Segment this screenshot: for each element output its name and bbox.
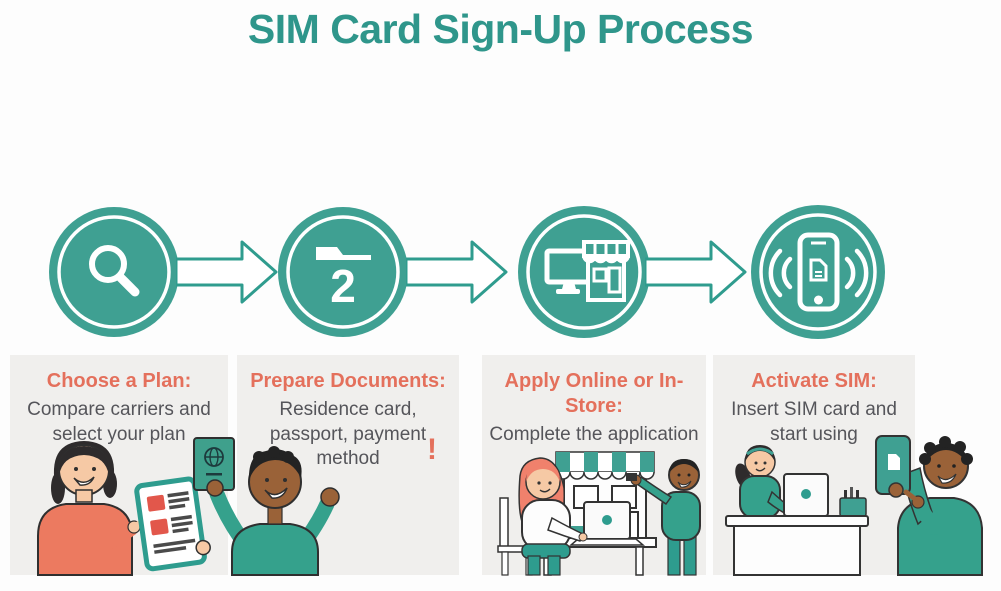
page-title: SIM Card Sign-Up Process	[247, 6, 754, 52]
folder-shape	[316, 247, 371, 260]
step-4-body: Insert SIM card and start using	[731, 399, 897, 445]
arrow-step2-to-step3-icon	[406, 240, 508, 304]
computer-storefront-icon	[518, 206, 650, 338]
step-2-heading: Prepare Documents:	[250, 370, 446, 392]
step-4-circle	[748, 202, 888, 342]
arrow-step3-to-step4-icon	[645, 240, 747, 304]
step-3-body: Complete the application	[489, 424, 699, 445]
step-2-number: 2	[330, 260, 356, 312]
step-4-heading: Activate SIM:	[751, 370, 877, 392]
step-3-heading: Apply Online or In-Store:	[504, 370, 684, 417]
man-torso	[231, 523, 319, 576]
phone-sim-signal-icon	[751, 205, 885, 339]
alert-exclamation: !	[427, 433, 437, 466]
illustration-prepare-documents	[193, 437, 340, 576]
step-3-circle	[514, 202, 654, 342]
plan-tablet	[134, 476, 211, 572]
seated-woman	[518, 457, 588, 576]
step-1-heading: Choose a Plan:	[46, 370, 192, 392]
man-with-phone	[875, 435, 983, 576]
magnifier-icon	[49, 207, 179, 337]
laptop	[568, 501, 646, 546]
step-2-circle: 2	[273, 202, 413, 342]
illustration-activate-sim	[725, 435, 983, 576]
illustration-choose-plan	[37, 441, 211, 576]
step-1-circle	[44, 202, 184, 342]
folder-number-2-icon: 2	[278, 207, 408, 337]
arrow-step1-to-step2-icon	[176, 240, 278, 304]
illustration-apply-scene	[497, 451, 701, 576]
step-1-body: Compare carriers and select your plan	[27, 399, 211, 445]
step-2-body: Residence card, passport, payment method	[269, 399, 427, 470]
standing-man	[626, 459, 701, 576]
